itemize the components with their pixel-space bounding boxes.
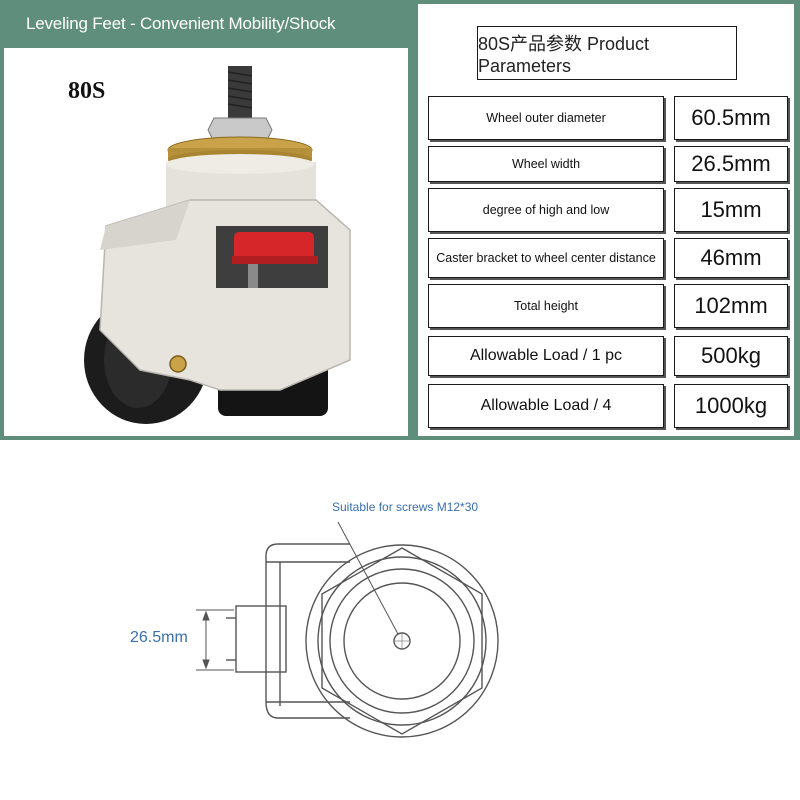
caster-illustration <box>84 66 351 424</box>
outer-circle <box>305 544 499 738</box>
thread-lines <box>227 71 253 109</box>
bracket-outline <box>265 543 350 572</box>
param-row: Allowable Load / 4 1000kg <box>426 384 792 428</box>
param-label: Wheel outer diameter <box>428 96 664 140</box>
param-label: Caster bracket to wheel center distance <box>428 238 664 278</box>
model-label: 80S <box>68 78 106 104</box>
hexagon <box>321 547 483 735</box>
param-value: 46mm <box>674 238 788 278</box>
parameters-title: 80S产品参数 Product Parameters <box>477 26 737 80</box>
param-label: Wheel width <box>428 146 664 182</box>
banner: Leveling Feet - Convenient Mobility/Shoc… <box>0 0 410 81</box>
param-row: Total height 102mm <box>426 284 792 328</box>
param-row: degree of high and low 15mm <box>426 188 792 232</box>
leader-line <box>337 521 399 635</box>
param-row: Wheel outer diameter 60.5mm <box>426 96 792 140</box>
param-value: 102mm <box>674 284 788 328</box>
param-label: Allowable Load / 4 <box>428 384 664 428</box>
param-label: Total height <box>428 284 664 328</box>
wheel-stub <box>235 605 287 673</box>
param-value: 15mm <box>674 188 788 232</box>
param-value: 500kg <box>674 336 788 376</box>
param-value: 26.5mm <box>674 146 788 182</box>
red-lock <box>234 232 314 260</box>
width-dimension-label: 26.5mm <box>130 629 188 646</box>
technical-drawing <box>196 521 499 738</box>
param-row: Allowable Load / 1 pc 500kg <box>426 336 792 376</box>
param-value: 1000kg <box>674 384 788 428</box>
param-row: Caster bracket to wheel center distance … <box>426 238 792 278</box>
axle-bolt <box>169 355 187 373</box>
param-row: Wheel width 26.5mm <box>426 146 792 182</box>
param-label: Allowable Load / 1 pc <box>428 336 664 376</box>
param-label: degree of high and low <box>428 188 664 232</box>
screw-note: Suitable for screws M12*30 <box>332 500 479 514</box>
param-value: 60.5mm <box>674 96 788 140</box>
